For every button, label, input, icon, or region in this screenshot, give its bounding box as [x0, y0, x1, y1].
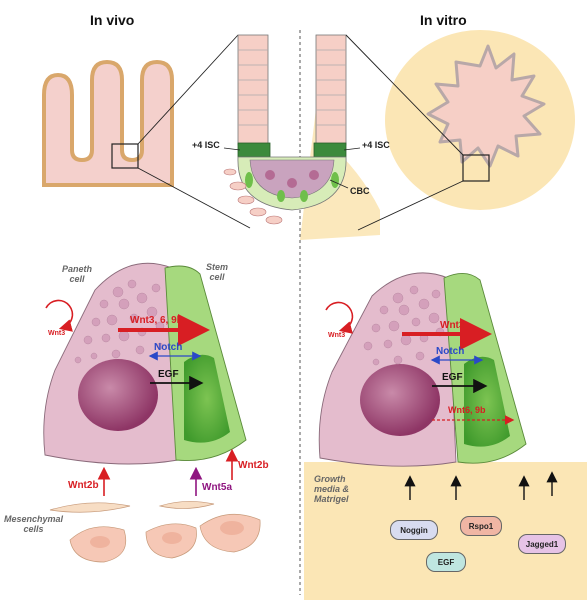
stem-cell-label: Stem cell: [206, 262, 229, 282]
egf-label-right: EGF: [442, 372, 463, 383]
jagged1-pill: Jagged1: [518, 534, 566, 554]
isc-label-right: +4 ISC: [362, 140, 390, 150]
cbc-label: CBC: [350, 186, 370, 196]
egf-label-left: EGF: [158, 369, 179, 380]
noggin-pill: Noggin: [390, 520, 438, 540]
egf-pill: EGF: [426, 552, 466, 572]
wnt6-9b-label: Wnt6, 9b: [448, 405, 486, 415]
isc-label-left: +4 ISC: [192, 140, 220, 150]
paneth-cell-right: [318, 272, 457, 467]
growth-media-label: Growth media & Matrigel: [314, 474, 350, 504]
heading-in-vivo: In vivo: [90, 12, 135, 28]
notch-label-left: Notch: [154, 342, 183, 353]
wnt3-loop-label-right: Wnt3: [328, 332, 346, 339]
villi-tissue: [42, 59, 174, 187]
wnt-signal-label-left: Wnt3, 6, 9b: [130, 315, 183, 326]
stem-cell-left: [164, 265, 247, 461]
rspo1-pill: Rspo1: [460, 516, 502, 536]
crypt-diagram: [223, 34, 380, 240]
mesenchymal-cells: [49, 501, 261, 563]
mesenchymal-cells-label: Mesenchymal cells: [4, 514, 64, 534]
wnt5a-label: Wnt5a: [202, 482, 232, 493]
paneth-cell-left: [43, 262, 179, 465]
paneth-cell-label: Paneth cell: [62, 264, 93, 284]
matrigel-bottom: [304, 462, 587, 600]
stem-cell-right: [443, 273, 527, 464]
wnt3-loop-label-left: Wnt3: [48, 330, 66, 337]
heading-in-vitro: In vitro: [420, 12, 467, 28]
notch-label-right: Notch: [436, 346, 465, 357]
zoom-box-right: [462, 154, 490, 182]
organoid-icon: [426, 44, 546, 168]
zoom-box-left: [111, 143, 139, 169]
wnt3-label-right: Wnt3: [440, 320, 465, 331]
wnt2b-label-right: Wnt2b: [238, 460, 269, 471]
wnt2b-label-left: Wnt2b: [68, 480, 99, 491]
